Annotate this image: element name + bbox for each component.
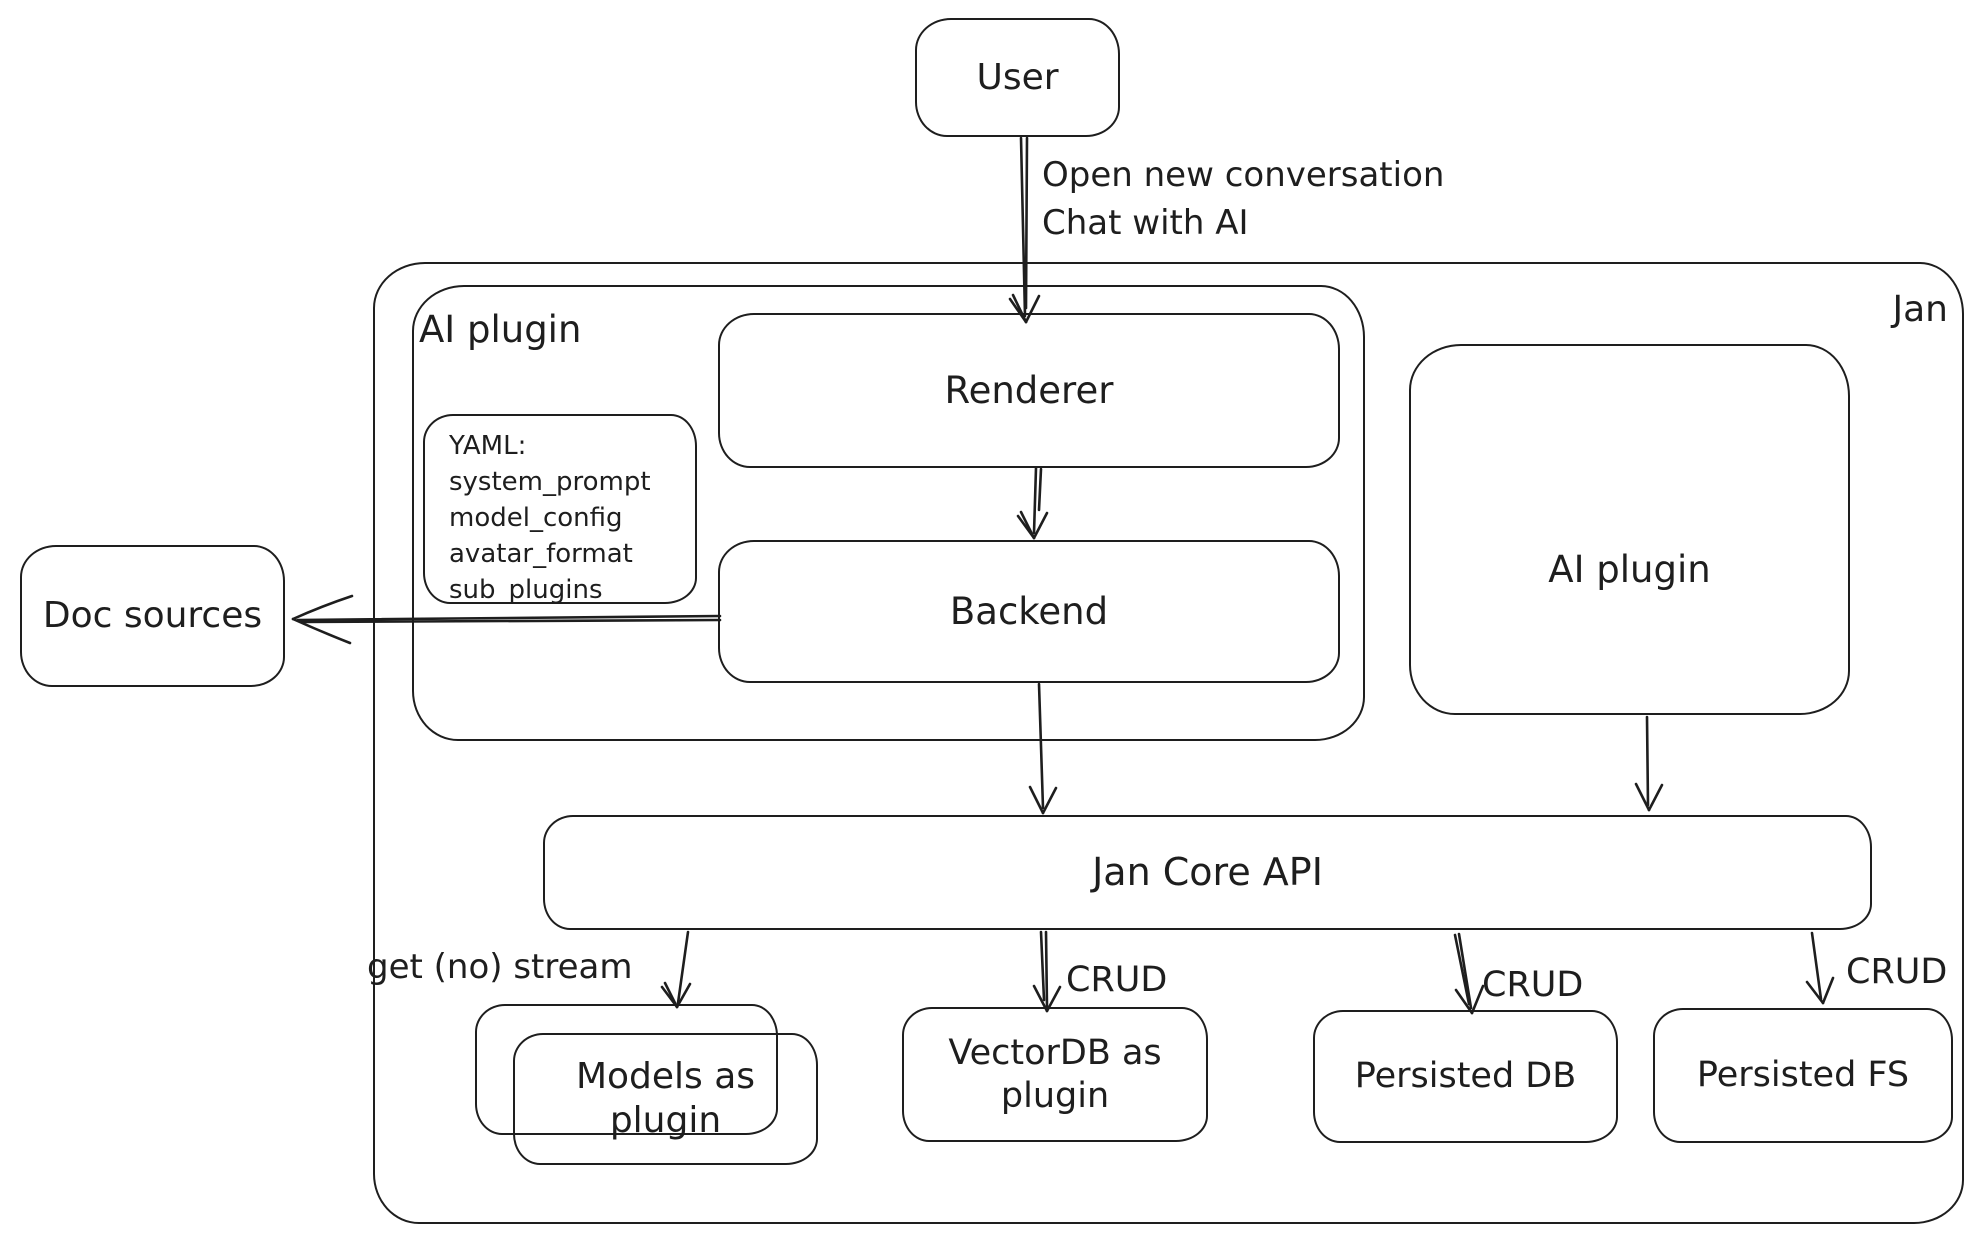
edge-label-crud-fs: CRUD [1846, 952, 1948, 992]
node-jan-core-api: Jan Core API [543, 815, 1872, 930]
edge-label-chat-with-ai: Chat with AI [1042, 203, 1249, 243]
yaml-line-3: model_config [449, 503, 623, 533]
node-ai-plugin-right: AI plugin [1409, 344, 1850, 715]
group-jan-label: Jan [1892, 289, 1949, 330]
yaml-note-text: YAML: system_prompt model_config avatar_… [449, 428, 651, 608]
node-backend-label: Backend [949, 589, 1109, 633]
node-models-plugin: Models as plugin [513, 1033, 818, 1165]
node-models-plugin-label: Models as plugin [575, 1056, 756, 1141]
node-vectordb-plugin: VectorDB as plugin [902, 1007, 1208, 1142]
yaml-line-1: YAML: [449, 431, 527, 461]
yaml-line-2: system_prompt [449, 467, 651, 497]
node-doc-sources: Doc sources [20, 545, 285, 687]
node-persisted-db: Persisted DB [1313, 1010, 1618, 1143]
node-persisted-fs: Persisted FS [1653, 1008, 1953, 1143]
node-yaml-note: YAML: system_prompt model_config avatar_… [423, 414, 697, 605]
group-ai-plugin-label: AI plugin [419, 308, 582, 351]
node-persisted-fs-label: Persisted FS [1696, 1055, 1910, 1096]
node-renderer: Renderer [718, 313, 1340, 468]
node-doc-sources-label: Doc sources [42, 595, 263, 637]
group-jan [373, 262, 1964, 1224]
edge-label-crud-vectordb: CRUD [1066, 960, 1168, 1000]
node-renderer-label: Renderer [944, 368, 1114, 412]
node-backend: Backend [718, 540, 1340, 683]
edge-label-open-conversation: Open new conversation [1042, 155, 1445, 195]
edge-label-crud-db: CRUD [1482, 965, 1584, 1005]
yaml-line-5: sub_plugins [449, 575, 603, 605]
edge-label-get-stream: get (no) stream [367, 947, 633, 987]
group-ai-plugin [412, 285, 1365, 741]
node-persisted-db-label: Persisted DB [1354, 1056, 1577, 1097]
node-user: User [915, 18, 1120, 137]
node-ai-plugin-right-label: AI plugin [1548, 547, 1711, 591]
node-vectordb-plugin-label: VectorDB as plugin [948, 1032, 1162, 1116]
node-jan-core-api-label: Jan Core API [1092, 850, 1323, 895]
yaml-line-4: avatar_format [449, 539, 633, 569]
node-models-plugin-back [475, 1004, 778, 1135]
node-user-label: User [976, 56, 1059, 98]
